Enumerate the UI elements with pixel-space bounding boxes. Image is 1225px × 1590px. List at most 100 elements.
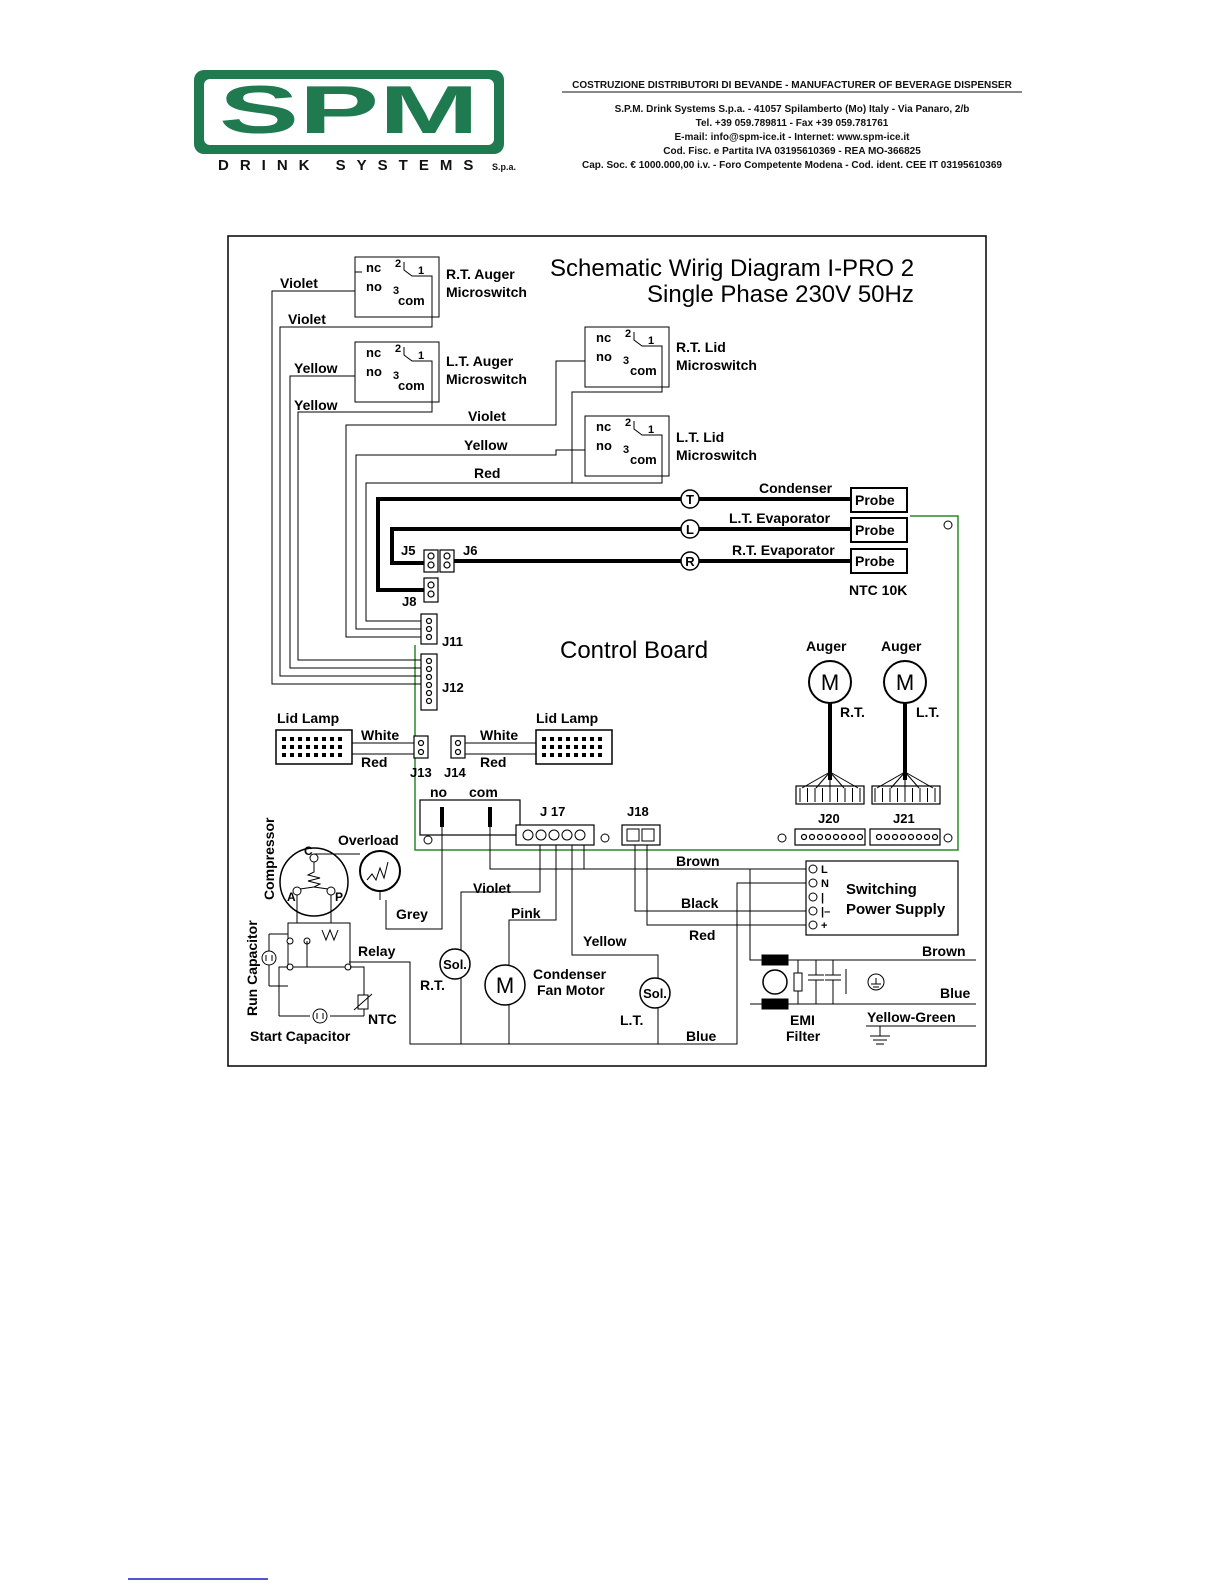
connector-pin xyxy=(522,829,534,841)
connector-j18-label: J18 xyxy=(627,804,649,819)
psu-terminal-label: + xyxy=(821,920,827,932)
plug-wire xyxy=(876,771,906,789)
connector-j11 xyxy=(420,613,438,645)
wire-label-red: Red xyxy=(474,465,500,481)
lamp-led xyxy=(290,753,294,757)
lamp-led xyxy=(566,753,570,757)
compressor xyxy=(279,847,360,923)
lamp-led xyxy=(566,737,570,741)
switch-com-label: com xyxy=(398,293,425,308)
power-wiring xyxy=(349,827,976,1045)
connector-j12-label: J12 xyxy=(442,680,464,695)
lamp-led xyxy=(598,737,602,741)
emi-filter xyxy=(761,954,976,1045)
board-hole xyxy=(423,835,433,845)
psu-label-1: Switching xyxy=(846,881,917,898)
connector-pin xyxy=(574,829,586,841)
lamp-led xyxy=(306,745,310,749)
compressor-label: Compressor xyxy=(261,817,277,900)
comp-a-label: A xyxy=(287,890,296,904)
wire-label-blue: Blue xyxy=(940,985,971,1001)
plug-wire xyxy=(829,771,859,789)
wire-label-violet: Violet xyxy=(280,275,318,291)
lamp-led xyxy=(598,753,602,757)
wire-label-brown: Brown xyxy=(922,943,966,959)
switch-title: Microswitch xyxy=(676,447,757,463)
lamp-led xyxy=(582,753,586,757)
lamp-led xyxy=(306,753,310,757)
switch-title: L.T. Lid xyxy=(676,429,724,445)
lamp-led xyxy=(330,753,334,757)
wire-label-violet: Violet xyxy=(288,311,326,327)
logo-subtitle: DRINK SYSTEMS xyxy=(218,157,484,174)
wire-label-red: Red xyxy=(689,927,715,943)
lamp-led xyxy=(338,753,342,757)
wire-label-pink: Pink xyxy=(511,905,541,921)
switch-nc-label: nc xyxy=(366,345,381,360)
overload-label: Overload xyxy=(338,832,399,848)
connector-pin xyxy=(875,833,883,841)
lamp-led xyxy=(322,745,326,749)
fan-label-2: Fan Motor xyxy=(537,982,605,998)
lamp-led xyxy=(550,737,554,741)
switch-pin-label: 1 xyxy=(418,350,424,362)
switch-no-label: no xyxy=(596,349,612,364)
lamp-led xyxy=(298,737,302,741)
company-line-6: Cap. Soc. € 1000.000,00 i.v. - Foro Comp… xyxy=(582,160,1002,171)
psu-terminal-label: |– xyxy=(821,906,830,918)
wire-label-white: White xyxy=(361,727,399,743)
connector-j21-label: J21 xyxy=(893,811,915,826)
board-relay-no-com: no com xyxy=(419,784,521,836)
connector-pin xyxy=(923,833,931,841)
start-capacitor-label: Start Capacitor xyxy=(250,1028,351,1044)
lamp-led xyxy=(574,745,578,749)
wire-label-red: Red xyxy=(361,754,387,770)
lamp-led xyxy=(590,753,594,757)
motor-m-label: M xyxy=(896,670,914,695)
lamp-led xyxy=(314,753,318,757)
switch-wiring xyxy=(271,290,663,685)
connector-j17: J 17 xyxy=(515,804,595,846)
probe-box-condenser: Probe xyxy=(850,487,908,513)
switch-com-label: com xyxy=(630,363,657,378)
lid-lamp-right-label: Lid Lamp xyxy=(536,710,598,726)
wire-label-white: White xyxy=(480,727,518,743)
wire-label-yellow: Yellow xyxy=(294,397,338,413)
sol-label: Sol. xyxy=(643,986,667,1001)
lamp-led xyxy=(290,745,294,749)
lamp-led xyxy=(306,737,310,741)
lamp-led xyxy=(330,745,334,749)
auger-motor-rt: Auger M R.T. xyxy=(806,638,865,780)
rt-lid-microswitch: nc no com 2 1 3 R.T. Lid Microswitch xyxy=(584,326,757,388)
lamp-led xyxy=(542,745,546,749)
lamp-led xyxy=(582,737,586,741)
connector-pin xyxy=(856,833,864,841)
solenoid-lt: Sol. L.T. xyxy=(620,977,671,1028)
auger-rt-label: R.T. xyxy=(840,704,865,720)
lamp-led xyxy=(542,737,546,741)
switch-nc-label: nc xyxy=(596,419,611,434)
lamp-led xyxy=(558,753,562,757)
connector-j8-label: J8 xyxy=(402,594,416,609)
ntc-label: NTC xyxy=(368,1011,397,1027)
psu-terminal-label: N xyxy=(821,878,829,890)
solenoid-rt: Sol. R.T. xyxy=(420,948,471,993)
lamp-led xyxy=(558,737,562,741)
wire-label-violet: Violet xyxy=(468,408,506,424)
probe-lt-evap-label: L.T. Evaporator xyxy=(729,510,831,526)
connector-pin xyxy=(816,833,824,841)
wire-label-blue: Blue xyxy=(686,1028,717,1044)
emi-label-1: EMI xyxy=(790,1012,815,1028)
connector-j6-label: J6 xyxy=(463,543,477,558)
connector-pin xyxy=(832,833,840,841)
spm-logo: SPM DRINK SYSTEMS S.p.a. xyxy=(194,70,516,174)
connector-pin xyxy=(931,833,939,841)
switch-pin-label: 1 xyxy=(648,335,654,347)
relay-no-label: no xyxy=(430,784,447,800)
lamp-led xyxy=(322,753,326,757)
auger-plugs xyxy=(795,771,941,805)
switch-title: L.T. Auger xyxy=(446,353,514,369)
switch-no-label: no xyxy=(366,279,382,294)
sol-rt-label: R.T. xyxy=(420,977,445,993)
